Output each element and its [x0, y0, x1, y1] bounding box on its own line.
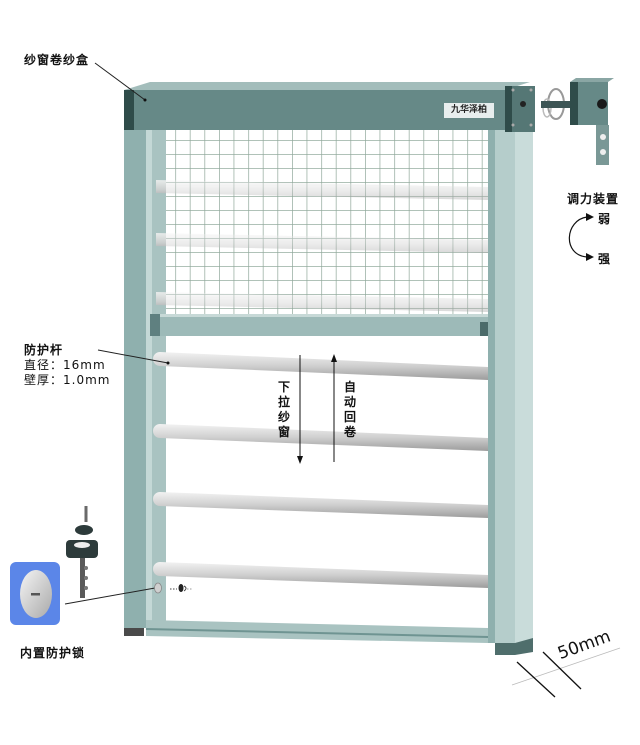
auto-rewind-label: 自动回卷 — [343, 380, 356, 439]
bottom-rail — [146, 620, 488, 643]
weak-label: 弱 — [598, 212, 612, 226]
left-post — [124, 128, 166, 636]
lock-detail-icon — [10, 562, 60, 625]
leader-lines — [64, 62, 169, 605]
frame-lock[interactable] — [154, 582, 194, 594]
roller-box — [124, 82, 535, 132]
frame-width-dimension — [511, 647, 621, 698]
guard-bar-spec: 防护杆 直径：16mm 壁厚：1.0mm — [24, 343, 110, 388]
guard-bars-lower — [153, 352, 488, 588]
brand-plate: 九华泽柏 — [444, 103, 494, 118]
left-post-foot — [124, 628, 144, 636]
strong-label: 强 — [598, 252, 612, 266]
tension-direction-arrows — [568, 213, 594, 261]
screen-pull-bar[interactable] — [150, 314, 488, 336]
movement-arrows — [297, 354, 337, 464]
guard-bar-diameter: 直径：16mm — [24, 358, 106, 372]
roller-box-label: 纱窗卷纱盒 — [24, 53, 90, 67]
guard-bar-label: 防护杆 — [24, 343, 64, 357]
key-icon — [66, 506, 98, 598]
tension-device[interactable] — [541, 78, 614, 165]
built-in-lock-label: 内置防护锁 — [20, 646, 86, 660]
guard-bar-wall: 壁厚：1.0mm — [24, 373, 111, 387]
pull-down-label: 下拉纱窗 — [277, 380, 290, 439]
right-post — [488, 120, 533, 655]
tension-device-label: 调力装置 — [567, 192, 620, 206]
